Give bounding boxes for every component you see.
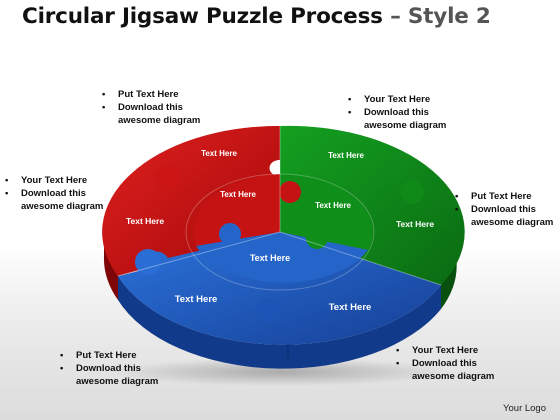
title-subtitle: – Style 2	[390, 4, 491, 29]
callout-mid-left-line2: Download this awesome diagram	[3, 187, 111, 213]
callout-top-left-line2: Download this awesome diagram	[100, 101, 210, 127]
callout-bottom-left: Put Text Here Download this awesome diag…	[58, 349, 168, 388]
callout-bottom-left-line1: Put Text Here	[58, 349, 168, 362]
callout-mid-right: Put Text Here Download this awesome diag…	[453, 190, 559, 229]
callout-mid-right-line1: Put Text Here	[453, 190, 559, 203]
label-red-outer: Text Here	[201, 149, 237, 158]
red-knob-top	[155, 165, 181, 191]
red-inner-piece	[193, 174, 280, 246]
green-knob-inner	[306, 227, 328, 249]
blue-outer-piece	[118, 232, 441, 345]
callout-bottom-right-line2: Download this awesome diagram	[394, 357, 504, 383]
callout-bottom-right-line1: Your Text Here	[394, 344, 504, 357]
blue-knob-inner	[219, 223, 241, 245]
title-main: Circular Jigsaw Puzzle Process	[22, 4, 383, 29]
callout-top-right-line2: Download this awesome diagram	[346, 106, 456, 132]
page-title: Circular Jigsaw Puzzle Process – Style 2	[22, 4, 491, 29]
red-knob-inner	[279, 181, 301, 203]
label-blue-right: Text Here	[329, 302, 372, 313]
label-blue-left: Text Here	[175, 294, 218, 305]
blue-side-wall	[118, 276, 441, 369]
callout-bottom-right: Your Text Here Download this awesome dia…	[394, 344, 504, 383]
piece-cut-lines	[117, 126, 442, 286]
callout-mid-right-line2: Download this awesome diagram	[453, 203, 559, 229]
label-green-side: Text Here	[396, 219, 434, 229]
inner-ring-outline	[185, 173, 375, 291]
disc-shadow	[110, 358, 450, 386]
blue-knob-bottom	[256, 298, 280, 322]
callout-top-right-line1: Your Text Here	[346, 93, 456, 106]
label-green-outer: Text Here	[328, 151, 364, 160]
label-green-inner: Text Here	[315, 201, 351, 210]
green-side-wall	[441, 232, 457, 309]
callout-top-left: Put Text Here Download this awesome diag…	[100, 88, 210, 127]
label-red-side: Text Here	[126, 216, 164, 226]
label-red-inner: Text Here	[220, 190, 256, 199]
green-knob-right	[400, 180, 424, 204]
callout-top-left-line1: Put Text Here	[100, 88, 210, 101]
callout-bottom-left-line2: Download this awesome diagram	[58, 362, 168, 388]
red-side-wall	[103, 232, 118, 300]
logo-text: Your Logo	[503, 403, 546, 414]
callout-mid-left: Your Text Here Download this awesome dia…	[3, 174, 111, 213]
green-inner-piece	[280, 174, 373, 250]
callout-top-right: Your Text Here Download this awesome dia…	[346, 93, 456, 132]
label-blue-center: Text Here	[250, 253, 290, 263]
blue-knob-left	[135, 249, 161, 275]
callout-mid-left-line1: Your Text Here	[3, 174, 111, 187]
